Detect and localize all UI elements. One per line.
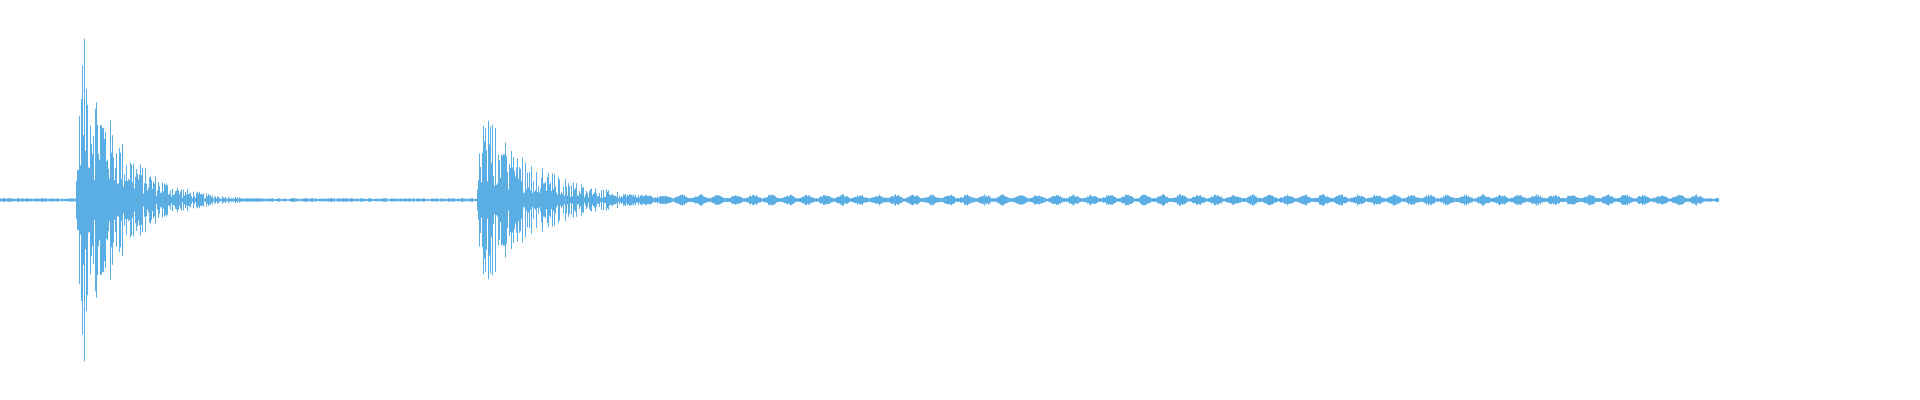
waveform-bars [0, 38, 1719, 362]
